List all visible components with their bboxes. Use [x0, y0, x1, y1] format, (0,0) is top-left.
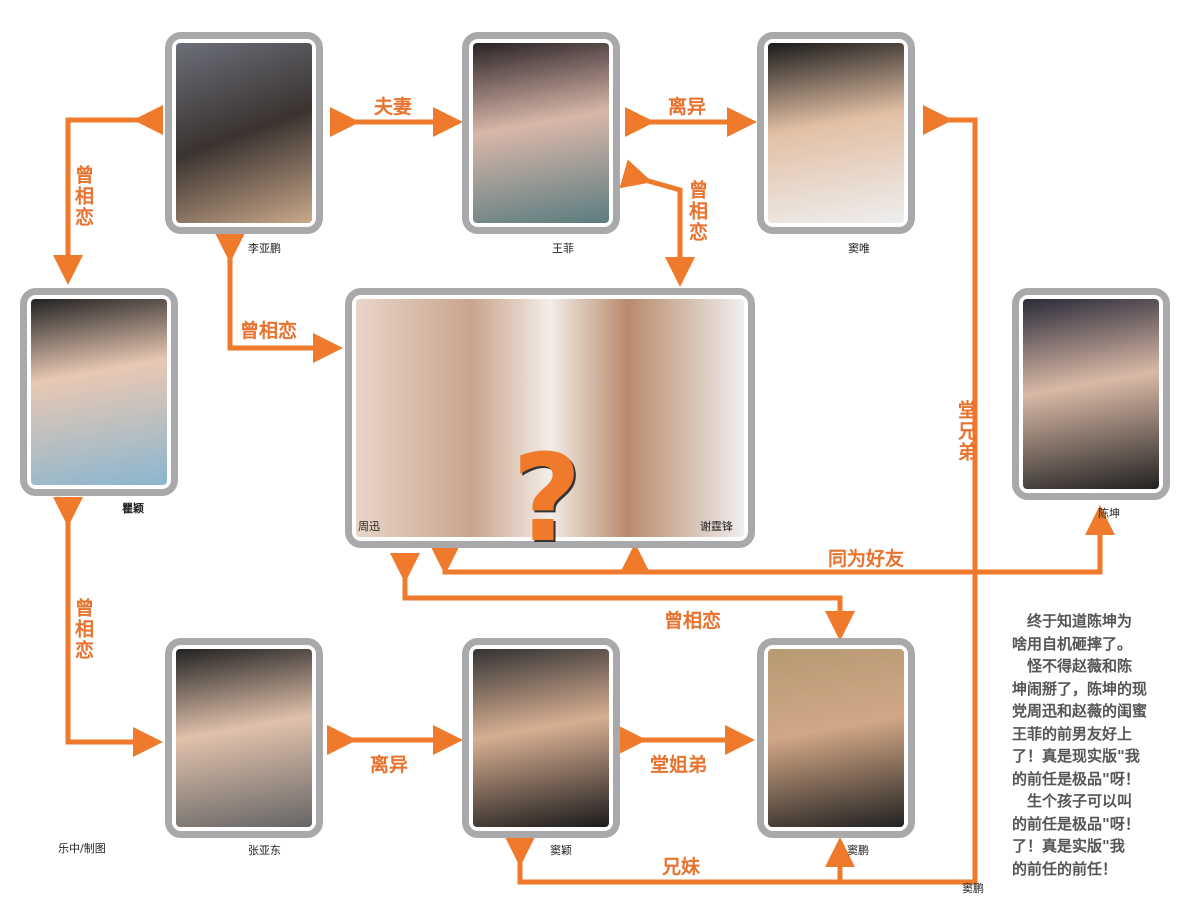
- note-line: 党周迅和赵薇的闺蜜: [1012, 702, 1148, 720]
- note-line: 怪不得赵薇和陈: [1012, 657, 1133, 675]
- photo-dou-ying: [462, 638, 620, 838]
- name-dou-peng: 窦鹏: [847, 844, 869, 857]
- name-chen-kun: 陈坤: [1098, 507, 1120, 520]
- name-li-yapeng: 李亚鹏: [248, 242, 281, 255]
- side-note: 终于知道陈坤为 啥用自机砸摔了。 怪不得赵薇和陈 坤闹掰了，陈坤的现 党周迅和赵…: [1012, 610, 1192, 880]
- name-wang-fei: 王菲: [552, 242, 574, 255]
- label-divorced-2: 离异: [370, 754, 409, 776]
- label-cousins-sister-brother: 堂姐弟: [650, 754, 708, 776]
- note-line: 啥用自机砸摔了。: [1012, 634, 1133, 653]
- photo-chen-kun: [1012, 288, 1170, 500]
- label-cousins-brothers: 堂兄弟: [955, 400, 977, 463]
- name-dou-ying: 窦颖: [550, 844, 572, 857]
- name-xie-tingfeng: 谢霆锋: [700, 520, 733, 533]
- label-dated-zhou-dou: 曾相恋: [664, 610, 722, 632]
- photo-li-yapeng: [165, 32, 323, 234]
- label-dated-left-bottom: 曾相恋: [72, 598, 94, 661]
- credit: 乐中/制图: [58, 842, 106, 855]
- photo-dou-wei: [757, 32, 915, 234]
- name-zhang-yadong: 张亚东: [248, 844, 281, 857]
- note-line: 了！真是现实版"我: [1012, 747, 1140, 765]
- arrow-dated-quying-zhang: [53, 497, 163, 757]
- label-husband-wife: 夫妻: [374, 96, 413, 118]
- name-dou-wei: 窦唯: [848, 242, 870, 255]
- note-line: 生个孩子可以叫: [1012, 792, 1133, 810]
- name-zhou-xun: 周迅: [358, 520, 380, 533]
- photo-qu-ying: [20, 288, 178, 496]
- arrow-siblings: [505, 837, 978, 885]
- note-line: 的前任是极品"呀！: [1012, 814, 1140, 833]
- note-line: 的前任是极品"呀！: [1012, 769, 1140, 788]
- note-line: 坤闹掰了，陈坤的现: [1012, 679, 1148, 698]
- label-siblings: 兄妹: [662, 856, 701, 878]
- question-mark: ?: [512, 430, 582, 569]
- label-friends: 同为好友: [828, 548, 905, 570]
- note-line: 了！真是实版"我: [1012, 837, 1125, 855]
- arrow-cousins-douwei-doupeng: [923, 105, 978, 860]
- arrow-dated-zhou-doupeng: [390, 553, 855, 641]
- note-line: 终于知道陈坤为: [1012, 612, 1133, 630]
- note-line: 王菲的前男友好上: [1012, 724, 1133, 743]
- arrow-dated-li-center: [215, 233, 343, 363]
- footer-name: 窦鹏: [962, 882, 984, 895]
- arrow-dated-li-quying: [53, 105, 163, 285]
- photo-zhou-xun-xie-tingfeng: [345, 288, 755, 548]
- label-divorced-1: 离异: [668, 96, 707, 118]
- note-line: 的前任的前任！: [1012, 859, 1118, 878]
- photo-zhang-yadong: [165, 638, 323, 838]
- label-dated-wangfei: 曾相恋: [686, 180, 708, 243]
- label-dated-li: 曾相恋: [240, 320, 298, 342]
- photo-dou-peng: [757, 638, 915, 838]
- label-dated-left-top: 曾相恋: [72, 165, 94, 228]
- photo-wang-fei: [462, 32, 620, 234]
- arrow-dated-wangfei-center: [619, 159, 695, 287]
- name-qu-ying: 瞿颖: [122, 502, 144, 515]
